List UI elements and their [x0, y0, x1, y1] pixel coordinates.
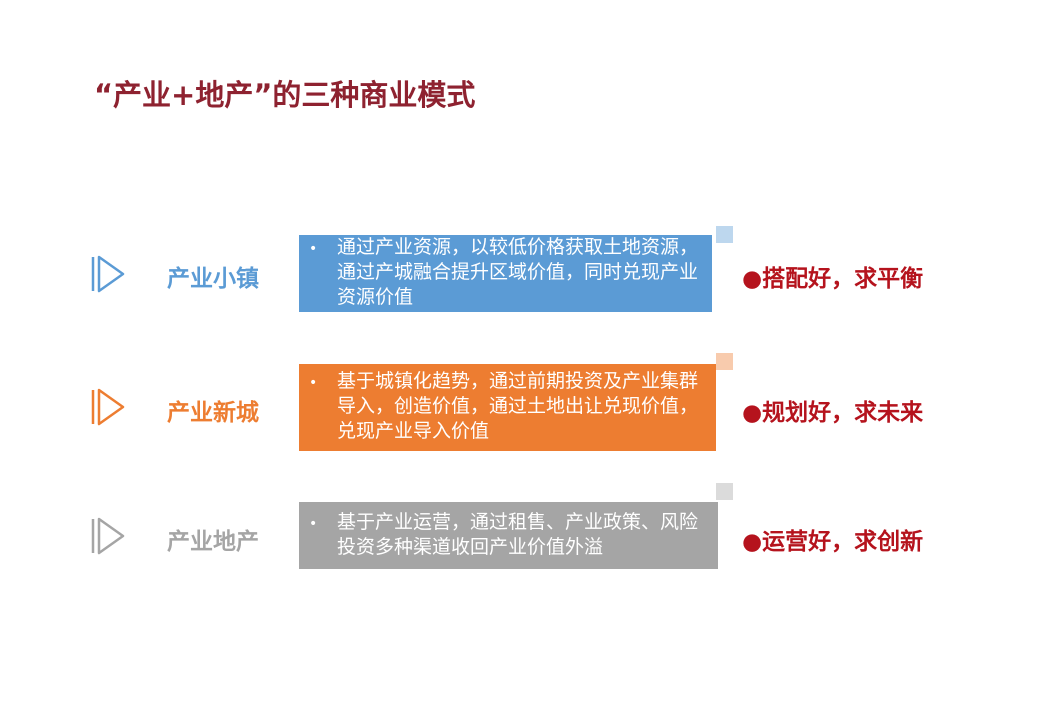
model-slogan: ●规划好，求未来: [742, 400, 924, 426]
bullet-icon: •: [309, 375, 318, 391]
accent-square: [716, 353, 733, 370]
accent-square: [716, 226, 733, 243]
model-description-box: • 通过产业资源，以较低价格获取土地资源，通过产城融合提升区域价值，同时兑现产业…: [299, 235, 712, 312]
play-arrow-icon: [91, 255, 125, 293]
play-arrow-icon: [91, 517, 125, 555]
bullet-icon: •: [309, 516, 318, 532]
model-description-box: • 基于城镇化趋势，通过前期投资及产业集群导入，创造价值，通过土地出让兑现价值，…: [299, 364, 716, 451]
play-arrow-icon: [91, 388, 125, 426]
bullet-icon: •: [309, 241, 318, 257]
model-name: 产业小镇: [167, 266, 259, 292]
accent-square: [716, 483, 733, 500]
model-name: 产业地产: [167, 529, 259, 555]
model-slogan: ●运营好，求创新: [742, 529, 924, 555]
model-name: 产业新城: [167, 400, 259, 426]
model-description: 基于产业运营，通过租售、产业政策、风险投资多种渠道收回产业价值外溢: [337, 511, 699, 558]
page-title: “产业+地产”的三种商业模式: [94, 78, 476, 112]
model-description: 通过产业资源，以较低价格获取土地资源，通过产城融合提升区域价值，同时兑现产业资源…: [337, 236, 699, 308]
model-description-box: • 基于产业运营，通过租售、产业政策、风险投资多种渠道收回产业价值外溢: [299, 502, 718, 569]
model-description: 基于城镇化趋势，通过前期投资及产业集群导入，创造价值，通过土地出让兑现价值，兑现…: [337, 370, 699, 442]
model-slogan: ●搭配好，求平衡: [742, 266, 924, 292]
